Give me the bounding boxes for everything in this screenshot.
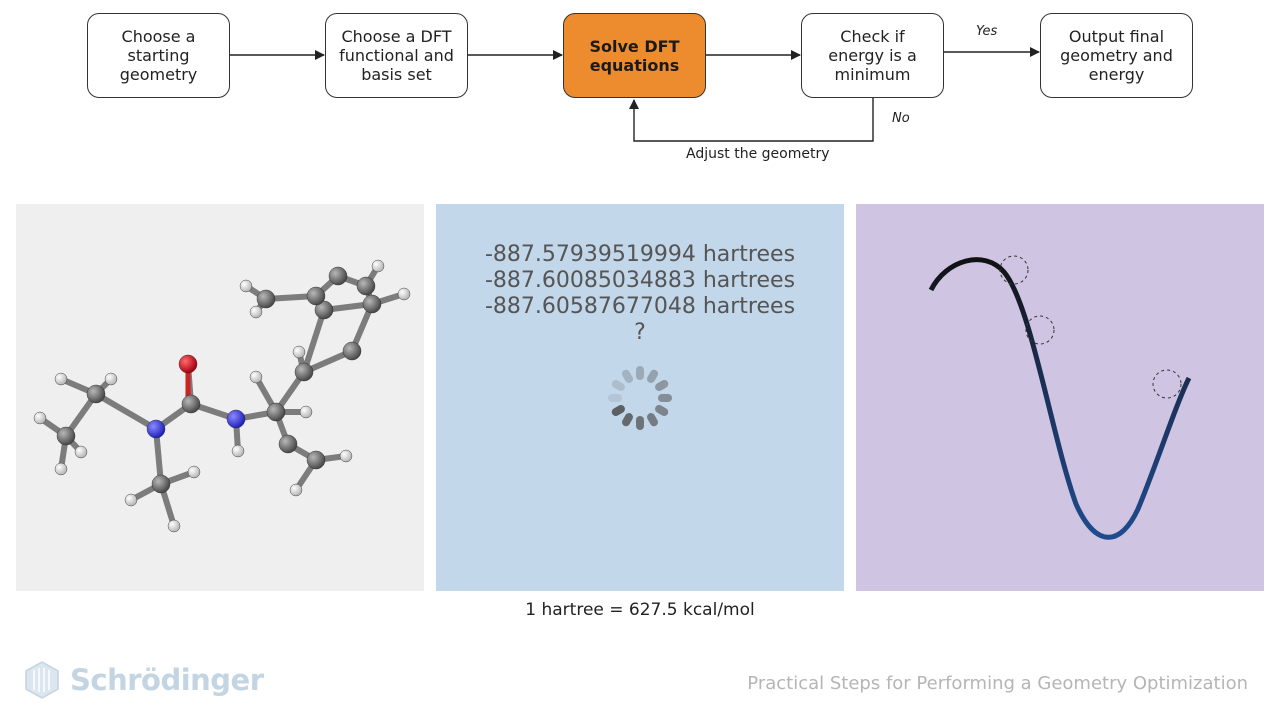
step-check-minimum: Check if energy is a minimum: [801, 13, 944, 98]
molecule-panel: [16, 204, 424, 591]
molecule-illustration: [33, 259, 411, 533]
spinner-segment: [622, 413, 633, 427]
step-label: Check if energy is a minimum: [828, 27, 917, 84]
step-label: Output final geometry and energy: [1060, 27, 1173, 84]
spinner-segment: [622, 369, 633, 383]
schrodinger-logo-icon: [25, 661, 59, 699]
spinner-segment: [658, 394, 672, 402]
geometry-marker-2: [1025, 315, 1055, 345]
geometry-marker-3: [1152, 369, 1182, 399]
yes-label: Yes: [976, 24, 998, 39]
energy-list: -887.57939519994 hartrees -887.600850348…: [436, 242, 844, 346]
spinner-segment: [611, 405, 625, 416]
energy-curve-panel: [856, 204, 1264, 591]
geometry-marker-1: [999, 255, 1029, 285]
spinner-segment: [655, 380, 669, 391]
brand-name: Schrödinger: [70, 663, 264, 697]
spinner-segment: [611, 380, 625, 391]
energy-panel: -887.57939519994 hartrees -887.600850348…: [436, 204, 844, 591]
unit-conversion: 1 hartree = 627.5 kcal/mol: [525, 600, 755, 620]
brand-logo: Schrödinger: [22, 660, 264, 700]
spinner-segment: [636, 366, 644, 380]
spinner-segment: [655, 405, 669, 416]
energy-value-pending: ?: [634, 320, 646, 345]
presentation-title: Practical Steps for Performing a Geometr…: [747, 673, 1248, 694]
step-choose-functional: Choose a DFT functional and basis set: [325, 13, 468, 98]
step-solve-dft: Solve DFT equations: [563, 13, 706, 98]
step-label: Choose a starting geometry: [119, 27, 198, 84]
step-label: Choose a DFT functional and basis set: [339, 27, 454, 84]
spinner-segment: [647, 369, 658, 383]
step-output-final: Output final geometry and energy: [1040, 13, 1193, 98]
loading-spinner-icon: [608, 366, 672, 430]
spinner-segment: [636, 416, 644, 430]
energy-curve-illustration: [928, 255, 1192, 540]
arrow-no-loop: [629, 98, 874, 142]
step-choose-geometry: Choose a starting geometry: [87, 13, 230, 98]
step-label: Solve DFT equations: [589, 36, 680, 75]
energy-value-2: -887.60085034883 hartrees: [484, 268, 796, 293]
no-label: No: [892, 111, 910, 126]
spinner-segment: [647, 413, 658, 427]
energy-value-3: -887.60587677048 hartrees: [484, 294, 796, 319]
flowchart-connectors: [230, 47, 1040, 142]
loop-label: Adjust the geometry: [686, 146, 830, 162]
energy-curve: [928, 257, 1192, 540]
spinner-segment: [608, 394, 622, 402]
energy-value-1: -887.57939519994 hartrees: [484, 242, 796, 267]
